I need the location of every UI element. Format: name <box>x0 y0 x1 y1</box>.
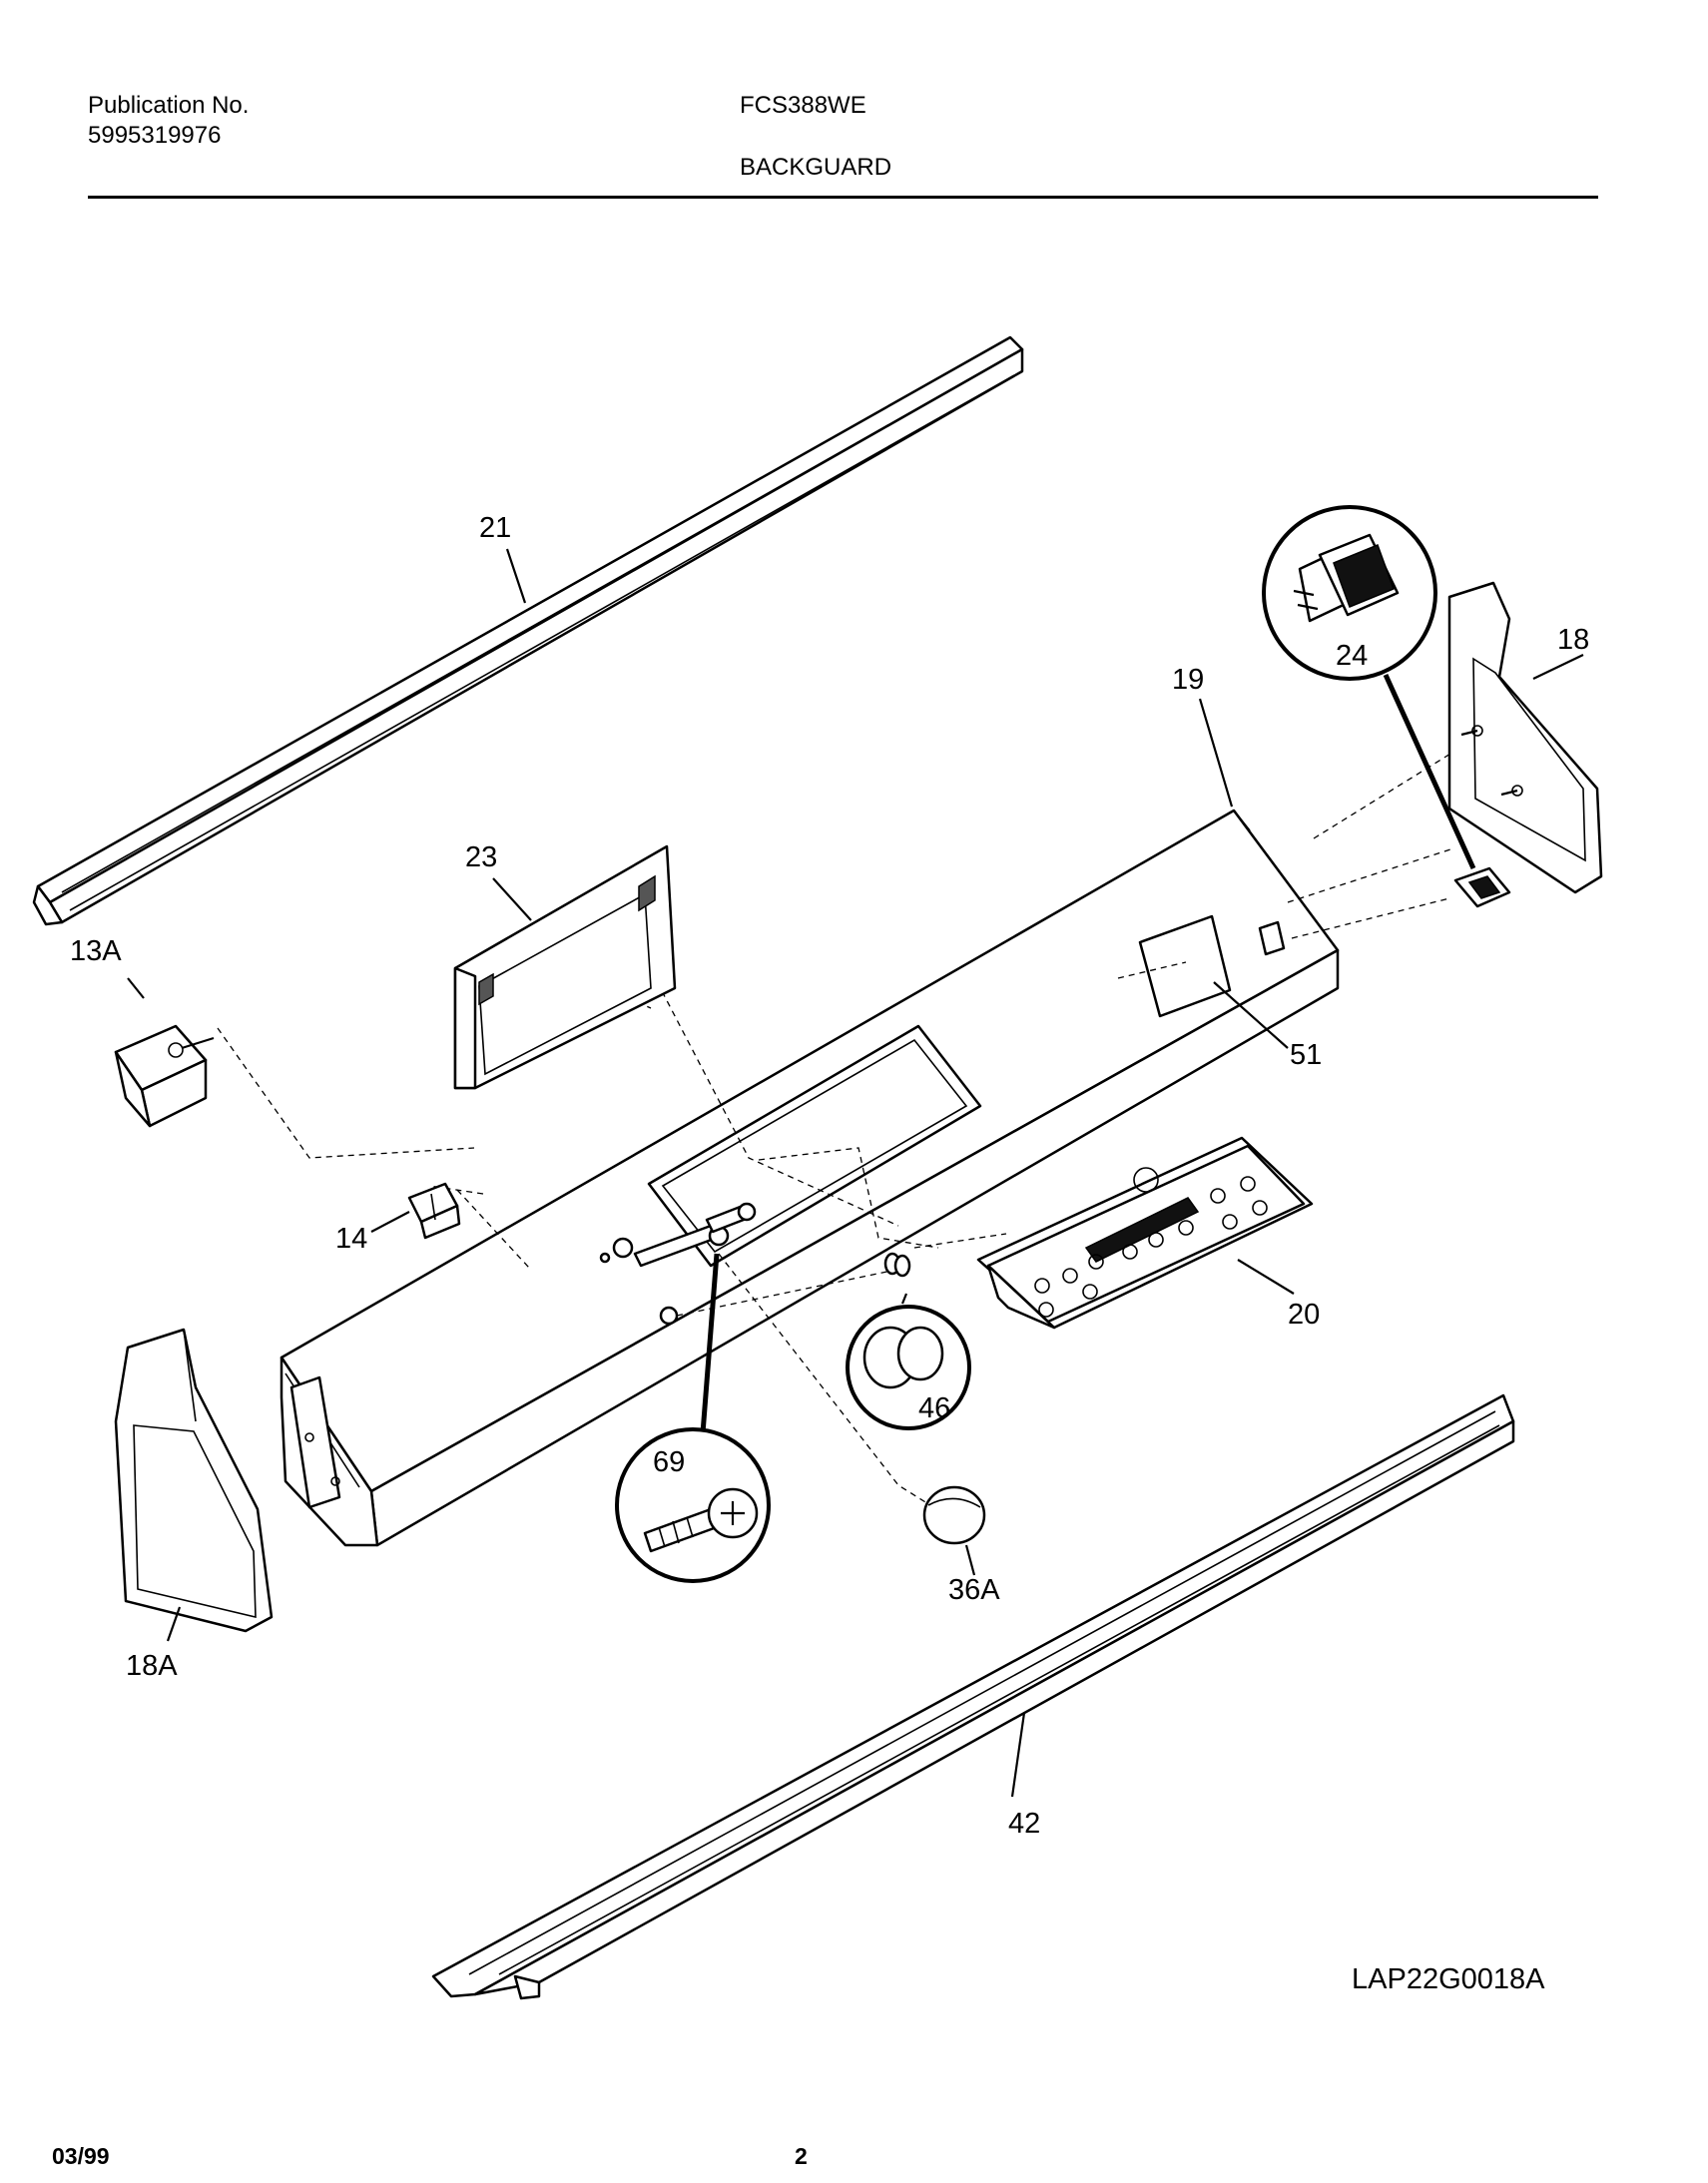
model-number: FCS388WE <box>740 92 866 119</box>
callout-18: 18 <box>1557 624 1589 656</box>
callout-42: 42 <box>1008 1808 1040 1840</box>
part-14-clip <box>407 1182 461 1240</box>
page-number: 2 <box>795 2143 808 2169</box>
callout-18a: 18A <box>126 1650 178 1682</box>
callout-51: 51 <box>1290 1039 1322 1071</box>
part-18a-end-cap <box>114 1328 274 1633</box>
part-42-trim-rail <box>431 1393 1515 2000</box>
part-19-backguard-panel <box>217 750 1456 1547</box>
part-23-bracket <box>453 844 677 1090</box>
part-69-screw <box>615 1202 771 1583</box>
leader-lines <box>127 548 1584 1798</box>
part-13a-switch <box>114 1024 215 1128</box>
publication-number: 5995319976 <box>88 122 222 149</box>
callout-20: 20 <box>1288 1299 1320 1331</box>
callout-23: 23 <box>465 841 497 873</box>
part-46-knob <box>846 1252 971 1430</box>
callout-19: 19 <box>1172 664 1204 696</box>
callout-21: 21 <box>479 512 511 544</box>
part-20-control-board <box>976 1136 1314 1330</box>
footer-date: 03/99 <box>52 2143 110 2169</box>
callout-24: 24 <box>1336 640 1368 672</box>
callout-46: 46 <box>918 1392 950 1424</box>
callout-13a: 13A <box>70 935 122 967</box>
drawing-code: LAP22G0018A <box>1352 1963 1545 1995</box>
part-36a-knob-cap <box>922 1485 986 1545</box>
callout-36a: 36A <box>948 1574 1000 1606</box>
part-18-end-cap <box>1447 581 1603 894</box>
callout-69: 69 <box>653 1446 685 1478</box>
section-title: BACKGUARD <box>740 154 892 181</box>
part-24-rocker-switch <box>1262 505 1511 908</box>
callout-14: 14 <box>335 1223 367 1255</box>
publication-label: Publication No. <box>88 92 250 119</box>
header-divider <box>88 196 1598 199</box>
part-21-trim-rail <box>32 335 1024 926</box>
